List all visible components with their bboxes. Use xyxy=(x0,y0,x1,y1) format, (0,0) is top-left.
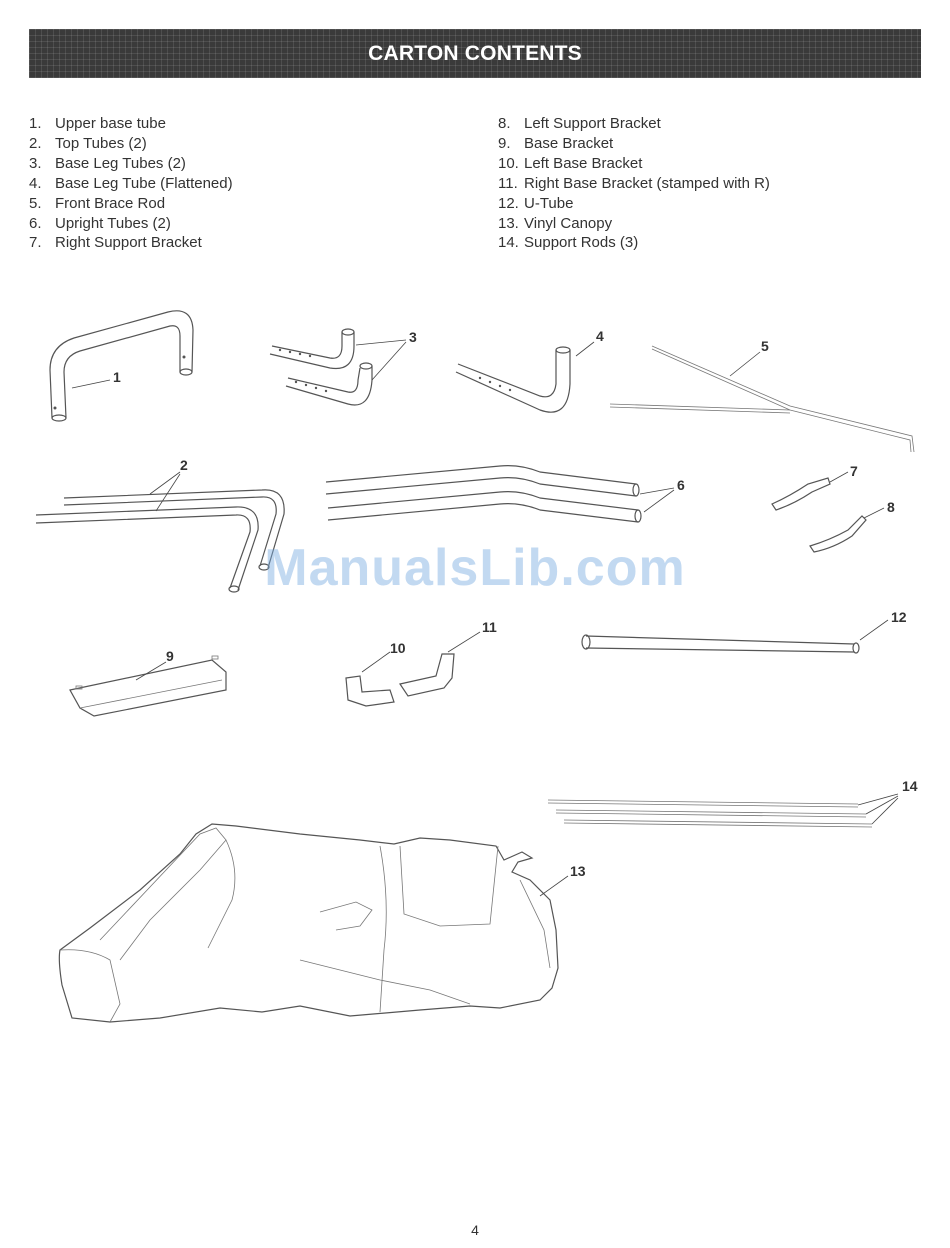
page-title: CARTON CONTENTS xyxy=(368,41,582,65)
part-number: 9. xyxy=(498,134,511,152)
part-4-base-leg-tube-flattened: 4 xyxy=(455,328,604,413)
list-item: 12. U-Tube xyxy=(498,194,770,214)
part-name: Top Tubes (2) xyxy=(55,134,147,152)
list-item: 5. Front Brace Rod xyxy=(29,194,233,214)
part-1-upper-base-tube: 1 xyxy=(49,310,194,422)
callout-5: 5 xyxy=(761,338,769,354)
callout-10: 10 xyxy=(390,640,406,656)
list-item: 14. Support Rods (3) xyxy=(498,233,770,253)
list-item: 1. Upper base tube xyxy=(29,114,233,134)
part-5-front-brace-rod: 5 xyxy=(609,338,915,453)
part-number: 3. xyxy=(29,154,42,172)
page-number: 4 xyxy=(471,1222,479,1238)
part-9-base-bracket: 9 xyxy=(69,648,227,717)
part-name: Left Base Bracket xyxy=(524,154,643,172)
part-number: 8. xyxy=(498,115,511,132)
part-number: 1. xyxy=(29,115,42,132)
part-name: Upper base tube xyxy=(55,115,166,132)
callout-13: 13 xyxy=(570,863,586,879)
callout-2: 2 xyxy=(180,457,188,473)
list-item: 13. Vinyl Canopy xyxy=(498,214,770,234)
header-bar: CARTON CONTENTS xyxy=(29,29,921,78)
part-14-support-rods: 14 xyxy=(547,778,918,828)
list-item: 10. Left Base Bracket xyxy=(498,154,770,174)
callout-12: 12 xyxy=(891,609,907,625)
callout-4: 4 xyxy=(596,328,604,344)
part-number: 12. xyxy=(498,194,519,212)
part-8-left-support-bracket: 8 xyxy=(809,499,895,553)
part-name: Upright Tubes (2) xyxy=(55,214,171,232)
part-name: Base Leg Tubes (2) xyxy=(55,154,186,172)
part-6-upright-tubes: 6 xyxy=(325,465,685,523)
callout-3: 3 xyxy=(409,329,417,345)
callout-14: 14 xyxy=(902,778,918,794)
part-name: U-Tube xyxy=(524,194,574,212)
list-item: 11. Right Base Bracket (stamped with R) xyxy=(498,174,770,194)
part-number: 4. xyxy=(29,174,42,192)
list-item: 2. Top Tubes (2) xyxy=(29,134,233,154)
part-name: Right Base Bracket (stamped with R) xyxy=(524,174,770,192)
part-7-right-support-bracket: 7 xyxy=(771,463,858,511)
list-item: 9. Base Bracket xyxy=(498,134,770,154)
part-12-u-tube: 12 xyxy=(581,609,907,654)
part-name: Front Brace Rod xyxy=(55,194,166,212)
part-name: Base Leg Tube (Flattened) xyxy=(55,174,233,192)
callout-11: 11 xyxy=(482,619,497,635)
part-name: Support Rods (3) xyxy=(524,234,639,252)
callout-8: 8 xyxy=(887,499,895,515)
callout-7: 7 xyxy=(850,463,858,479)
part-number: 7. xyxy=(29,234,42,252)
part-number: 10. xyxy=(498,154,519,172)
part-3-base-leg-tubes: 3 xyxy=(269,328,417,406)
parts-list-right: 8. Left Support Bracket 9. Base Bracket 10… xyxy=(498,114,770,253)
list-item: 7. Right Support Bracket xyxy=(29,233,233,253)
callout-1: 1 xyxy=(113,369,121,385)
part-13-vinyl-canopy: 13 xyxy=(58,823,586,1023)
part-10-left-base-bracket: 10 xyxy=(345,640,406,707)
part-number: 11. xyxy=(498,174,518,192)
part-number: 14. xyxy=(498,234,519,252)
part-11-right-base-bracket: 11 xyxy=(399,619,497,697)
watermark: ManualsLib.com xyxy=(264,539,686,597)
callout-6: 6 xyxy=(677,477,685,493)
list-item: 6. Upright Tubes (2) xyxy=(29,214,233,234)
part-name: Vinyl Canopy xyxy=(524,214,613,232)
part-name: Base Bracket xyxy=(524,134,614,152)
part-number: 5. xyxy=(29,194,42,212)
parts-list-left: 1. Upper base tube 2. Top Tubes (2) 3. Base… xyxy=(29,114,233,253)
callout-9: 9 xyxy=(166,648,174,664)
part-name: Left Support Bracket xyxy=(524,115,661,132)
part-number: 6. xyxy=(29,214,42,232)
part-2-top-tubes: 2 xyxy=(35,457,285,593)
list-item: 3. Base Leg Tubes (2) xyxy=(29,154,233,174)
part-number: 2. xyxy=(29,134,42,152)
part-number: 13. xyxy=(498,214,519,232)
part-name: Right Support Bracket xyxy=(55,234,202,252)
list-item: 4. Base Leg Tube (Flattened) xyxy=(29,174,233,194)
list-item: 8. Left Support Bracket xyxy=(498,114,770,134)
